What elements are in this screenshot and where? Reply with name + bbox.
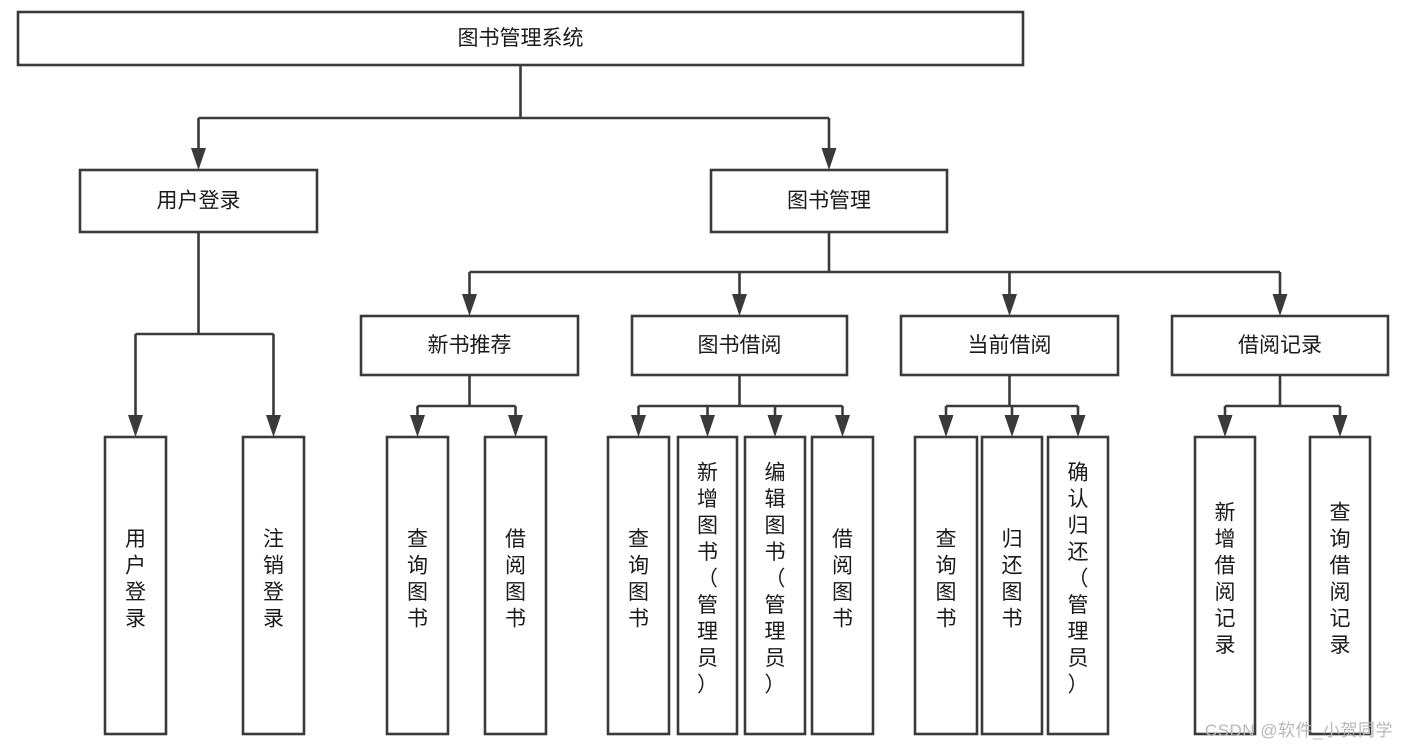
node-label-leaf-logout: 注销登录 [263,528,284,631]
node-label-current-borrow: 当前借阅 [968,334,1052,357]
node-leaf-add-book[interactable]: 新增图书（管理员） [676,435,739,736]
edge-group-new-book-rec [410,375,523,437]
node-box-book-manage[interactable] [709,168,949,234]
arrow-head-icon [631,415,646,437]
node-box-leaf-user-login[interactable] [103,435,168,736]
arrow-head-icon [767,415,783,437]
node-box-user-login[interactable] [78,168,319,234]
node-box-borrow-record[interactable] [1170,314,1390,377]
arrow-head-icon [410,415,425,437]
node-user-login[interactable]: 用户登录 [78,168,319,234]
node-box-leaf-query-book-1[interactable] [385,435,450,736]
arrow-head-icon [1272,294,1288,316]
node-label-leaf-return-book: 归还图书 [1002,528,1023,631]
node-box-leaf-edit-book[interactable] [743,435,807,736]
arrow-head-icon [191,148,206,170]
node-box-leaf-return-book[interactable] [980,435,1044,736]
node-label-borrow-record: 借阅记录 [1238,334,1322,357]
node-label-leaf-borrow-book-1: 借阅图书 [505,528,526,631]
node-box-current-borrow[interactable] [899,314,1120,377]
node-label-leaf-query-book-1: 查询图书 [407,528,428,631]
arrow-head-icon [700,415,715,437]
node-box-leaf-borrow-book-1[interactable] [483,435,548,736]
edge-group-user-login [128,232,281,437]
node-leaf-query-book-1[interactable]: 查询图书 [385,435,450,736]
node-label-leaf-query-record: 查询借阅记录 [1330,501,1351,657]
node-leaf-logout[interactable]: 注销登录 [241,435,306,736]
edge-group-root [191,65,837,170]
node-label-leaf-borrow-book-2: 借阅图书 [832,528,853,631]
arrow-head-icon [1332,415,1348,437]
arrow-head-icon [462,294,477,316]
arrow-head-icon [1002,294,1017,316]
arrow-head-icon [1070,415,1086,437]
node-root[interactable]: 图书管理系统 [16,10,1025,67]
node-box-leaf-confirm-return[interactable] [1046,435,1110,736]
node-box-leaf-query-record[interactable] [1308,435,1372,736]
arrow-head-icon [1004,415,1020,437]
node-borrow-record[interactable]: 借阅记录 [1170,314,1390,377]
node-label-leaf-confirm-return: 确认归还（管理员） [1068,462,1089,697]
node-leaf-borrow-book-1[interactable]: 借阅图书 [483,435,548,736]
arrow-head-icon [732,294,747,316]
arrow-head-icon [266,415,281,437]
edges-layer [128,65,1348,437]
node-leaf-user-login[interactable]: 用户登录 [103,435,168,736]
node-label-leaf-query-book-3: 查询图书 [936,528,957,631]
node-leaf-borrow-book-2[interactable]: 借阅图书 [810,435,875,736]
edge-group-book-manage [462,232,1288,316]
arrow-head-icon [821,148,837,170]
watermark-label: CSDN @软件_小贺同学 [1204,721,1393,740]
node-leaf-confirm-return[interactable]: 确认归还（管理员） [1046,435,1110,736]
edge-group-book-borrow [631,375,850,437]
node-current-borrow[interactable]: 当前借阅 [899,314,1120,377]
node-leaf-query-record[interactable]: 查询借阅记录 [1308,435,1372,736]
node-label-leaf-add-book: 新增图书（管理员） [697,462,718,697]
arrow-head-icon [835,415,850,437]
node-label-user-login: 用户登录 [157,190,241,213]
node-book-manage[interactable]: 图书管理 [709,168,949,234]
node-leaf-query-book-2[interactable]: 查询图书 [606,435,671,736]
node-label-root: 图书管理系统 [458,27,584,50]
node-book-borrow[interactable]: 图书借阅 [630,314,849,377]
node-box-leaf-borrow-book-2[interactable] [810,435,875,736]
arrow-head-icon [128,415,143,437]
edge-group-borrow-record [1217,375,1348,437]
node-label-leaf-add-record: 新增借阅记录 [1215,501,1236,657]
arrow-head-icon [508,415,523,437]
nodes-layer: 图书管理系统用户登录图书管理新书推荐图书借阅当前借阅借阅记录用户登录注销登录查询… [16,10,1390,736]
arrow-head-icon [938,415,954,437]
arrow-head-icon [1217,415,1233,437]
node-leaf-edit-book[interactable]: 编辑图书（管理员） [743,435,807,736]
node-box-leaf-add-record[interactable] [1193,435,1257,736]
node-new-book-rec[interactable]: 新书推荐 [359,314,580,377]
edge-group-current-borrow [938,375,1086,437]
node-box-root[interactable] [16,10,1025,67]
node-box-leaf-query-book-2[interactable] [606,435,671,736]
node-leaf-add-record[interactable]: 新增借阅记录 [1193,435,1257,736]
node-label-leaf-user-login: 用户登录 [125,528,146,631]
node-box-leaf-query-book-3[interactable] [913,435,979,736]
node-label-new-book-rec: 新书推荐 [428,334,512,357]
node-label-leaf-query-book-2: 查询图书 [628,528,649,631]
node-box-leaf-add-book[interactable] [676,435,739,736]
node-label-book-borrow: 图书借阅 [698,334,782,357]
node-label-leaf-edit-book: 编辑图书（管理员） [765,462,786,697]
node-leaf-return-book[interactable]: 归还图书 [980,435,1044,736]
node-leaf-query-book-3[interactable]: 查询图书 [913,435,979,736]
node-box-leaf-logout[interactable] [241,435,306,736]
node-box-new-book-rec[interactable] [359,314,580,377]
node-box-book-borrow[interactable] [630,314,849,377]
node-label-book-manage: 图书管理 [787,190,871,213]
